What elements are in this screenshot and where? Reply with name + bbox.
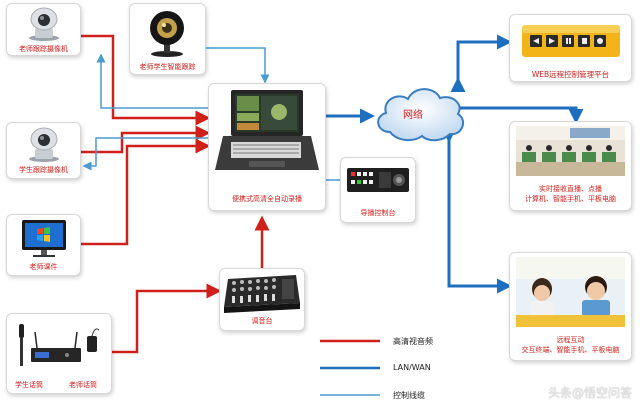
- node-teacher-courseware: 老师课件: [6, 214, 81, 276]
- label-student-mic: 学生话筒: [15, 381, 43, 389]
- label-recorder: 便携式高清全自动录播: [232, 195, 302, 203]
- node-live-watch: 实时接收直播、点播 计算机、智能手机、平板电脑: [509, 121, 632, 211]
- label-teacher-camera: 老师跟踪摄像机: [19, 45, 68, 53]
- media-controls-icon: [522, 25, 620, 57]
- line-courseware-to-recorder: [80, 138, 211, 246]
- line-student-camera-to-recorder: [80, 125, 211, 154]
- node-mixer: 调音台: [219, 268, 305, 331]
- watermark: 头条@悟空问答: [547, 386, 632, 400]
- line-control-to-student-camera: [82, 137, 208, 171]
- label-smart-tracking: 老师学生智能跟踪: [139, 63, 196, 71]
- legend-lan-wan: LAN/WAN: [393, 363, 431, 372]
- control-panel-icon: [347, 168, 409, 192]
- node-student-camera: 学生跟踪摄像机: [6, 122, 81, 179]
- label-web-platform: WEB远程控制管理平台: [531, 70, 610, 79]
- line-network-to-remote: [441, 128, 512, 294]
- line-network-to-live: [449, 100, 584, 124]
- microphone-icon: [19, 324, 100, 366]
- monitor-icon: [22, 220, 66, 257]
- label-network: 网络: [403, 110, 423, 121]
- label-remote-interact-2: 交互终端、智能手机、平板电脑: [521, 346, 620, 354]
- laptop-recorder-icon: [215, 90, 319, 170]
- node-web-platform: WEB远程控制管理平台: [509, 14, 632, 82]
- line-control-to-teacher-camera: [96, 53, 208, 109]
- label-mixer: 调音台: [251, 317, 273, 325]
- legend-hd-av: 高清视音频: [393, 337, 433, 346]
- ptz-camera-icon: [29, 7, 59, 41]
- line-teacher-camera-to-recorder: [80, 34, 211, 126]
- label-teacher-mic: 老师话筒: [69, 381, 97, 389]
- webcam-icon: [150, 11, 184, 57]
- node-remote-interact: 远程互动 交互终端、智能手机、平板电脑: [509, 252, 632, 361]
- line-network-to-web: [450, 34, 512, 92]
- node-recorder: 便携式高清全自动录播: [208, 83, 326, 211]
- node-microphones: 学生话筒 老师话筒: [6, 313, 112, 394]
- legend-control-cable: 控制线缆: [393, 391, 425, 400]
- node-smart-tracking: 老师学生智能跟踪: [129, 3, 206, 75]
- label-director-panel: 导播控制台: [360, 209, 396, 217]
- ptz-camera-icon: [29, 127, 59, 162]
- label-teacher-courseware: 老师课件: [29, 263, 58, 271]
- node-director-panel: 导播控制台: [340, 157, 416, 223]
- label-remote-interact-1: 远程互动: [556, 336, 585, 344]
- label-live-watch-2: 计算机、智能手机、平板电脑: [525, 195, 616, 203]
- audio-mixer-icon: [224, 275, 300, 313]
- label-student-camera: 学生跟踪摄像机: [19, 166, 68, 174]
- classroom-photo-icon: [516, 126, 625, 176]
- cloud-icon: [377, 88, 465, 142]
- classroom-photo-icon: [516, 257, 625, 327]
- label-live-watch-1: 实时接收直播、点播: [539, 185, 602, 193]
- line-smart-tracking-to-recorder: [205, 47, 270, 84]
- node-teacher-camera: 老师跟踪摄像机: [6, 3, 81, 56]
